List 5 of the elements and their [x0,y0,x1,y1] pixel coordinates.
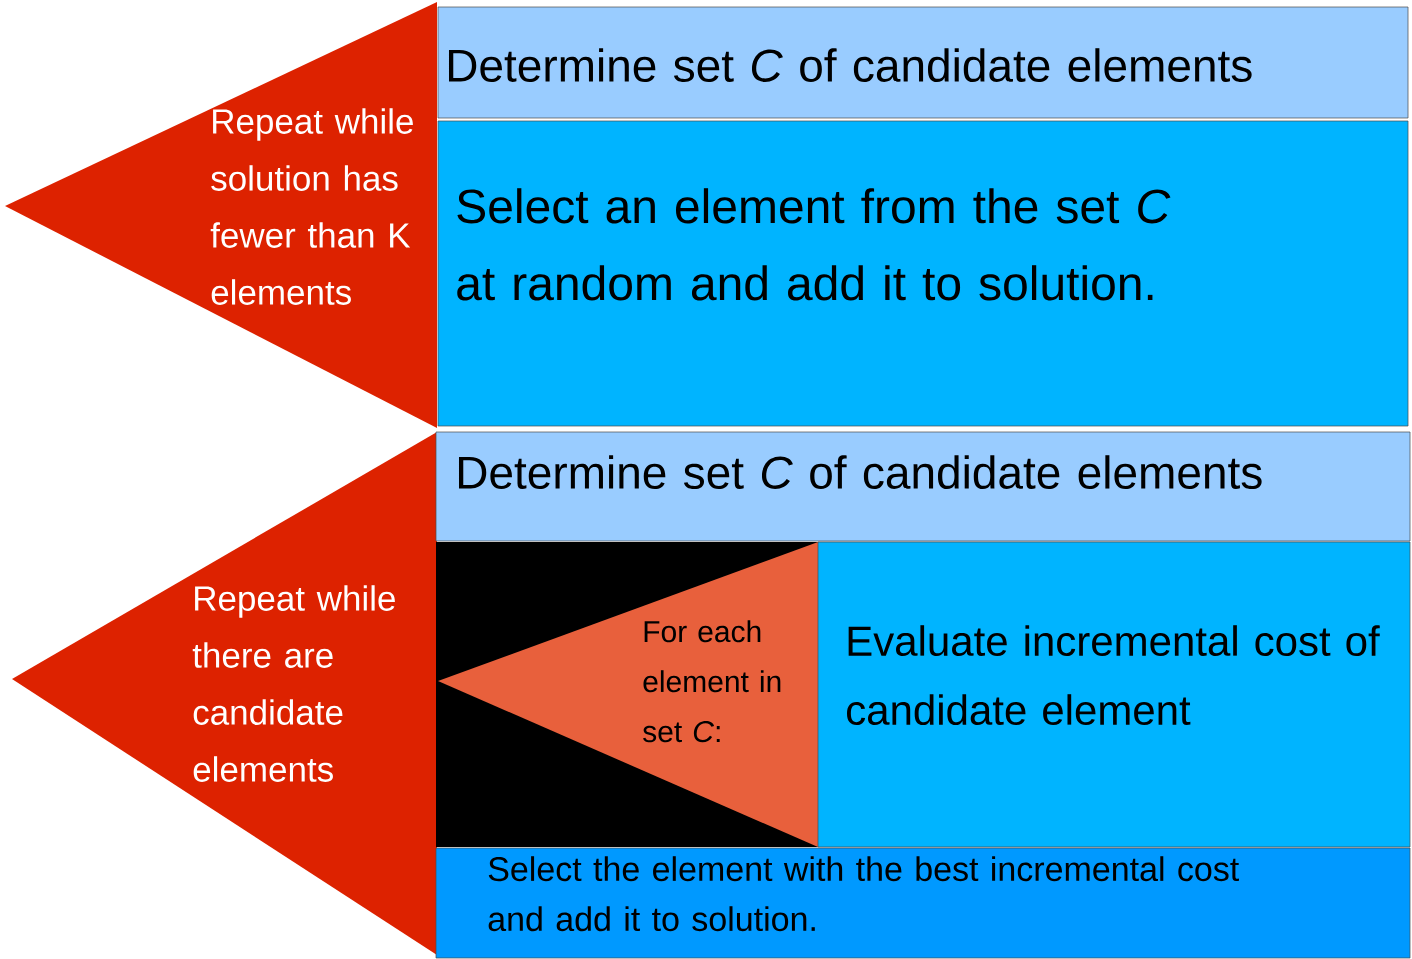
process-box: Determine set C of candidate elements [435,431,1411,542]
process-box: Select an element from the set C at random and add it to solution. [437,120,1409,427]
process-box: Evaluate incremental cost of candidate element [817,541,1411,848]
process-box: Select the element with the best incremental cost and add it to solution. [435,847,1411,959]
process-box: Determine set C of candidate elements [437,6,1409,119]
